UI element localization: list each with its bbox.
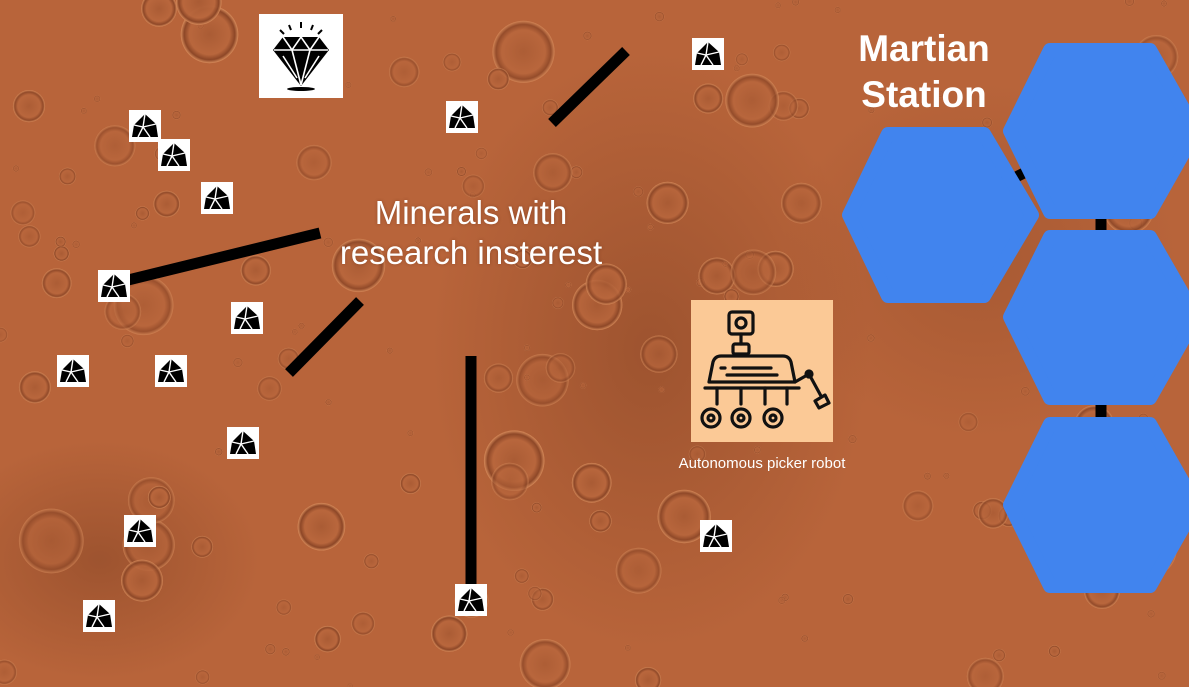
mineral-rock-icon bbox=[446, 101, 478, 133]
rover-robot-icon bbox=[691, 300, 833, 442]
station-module bbox=[1003, 43, 1189, 219]
mineral-rock-icon bbox=[692, 38, 724, 70]
mineral-rock-icon bbox=[201, 182, 233, 214]
connector-line bbox=[285, 297, 364, 377]
connector-line bbox=[126, 227, 322, 286]
mineral-rock-icon bbox=[129, 110, 161, 142]
minerals-label-line1: Minerals with bbox=[374, 194, 568, 231]
station-title-line2: Station bbox=[861, 74, 987, 115]
station-title-line1: Martian bbox=[858, 28, 990, 69]
station-module bbox=[1003, 230, 1189, 405]
mineral-rock-icon bbox=[231, 302, 263, 334]
minerals-label-line2: research insterest bbox=[339, 234, 603, 271]
mineral-rock-icon bbox=[124, 515, 156, 547]
diamond-icon bbox=[259, 14, 343, 98]
station-module bbox=[1003, 417, 1189, 593]
mineral-rock-icon bbox=[155, 355, 187, 387]
mineral-rock-icon bbox=[83, 600, 115, 632]
connector-line bbox=[548, 47, 630, 127]
robot-label: Autonomous picker robot bbox=[678, 455, 846, 472]
mineral-rock-icon bbox=[455, 584, 487, 616]
mineral-rock-icon bbox=[158, 139, 190, 171]
station-title: Martian Station bbox=[834, 26, 1014, 118]
station-module bbox=[842, 127, 1039, 303]
mineral-rock-icon bbox=[227, 427, 259, 459]
mineral-rock-icon bbox=[98, 270, 130, 302]
mineral-rock-icon bbox=[57, 355, 89, 387]
minerals-label: Minerals with research insterest bbox=[318, 193, 624, 273]
mineral-rock-icon bbox=[700, 520, 732, 552]
